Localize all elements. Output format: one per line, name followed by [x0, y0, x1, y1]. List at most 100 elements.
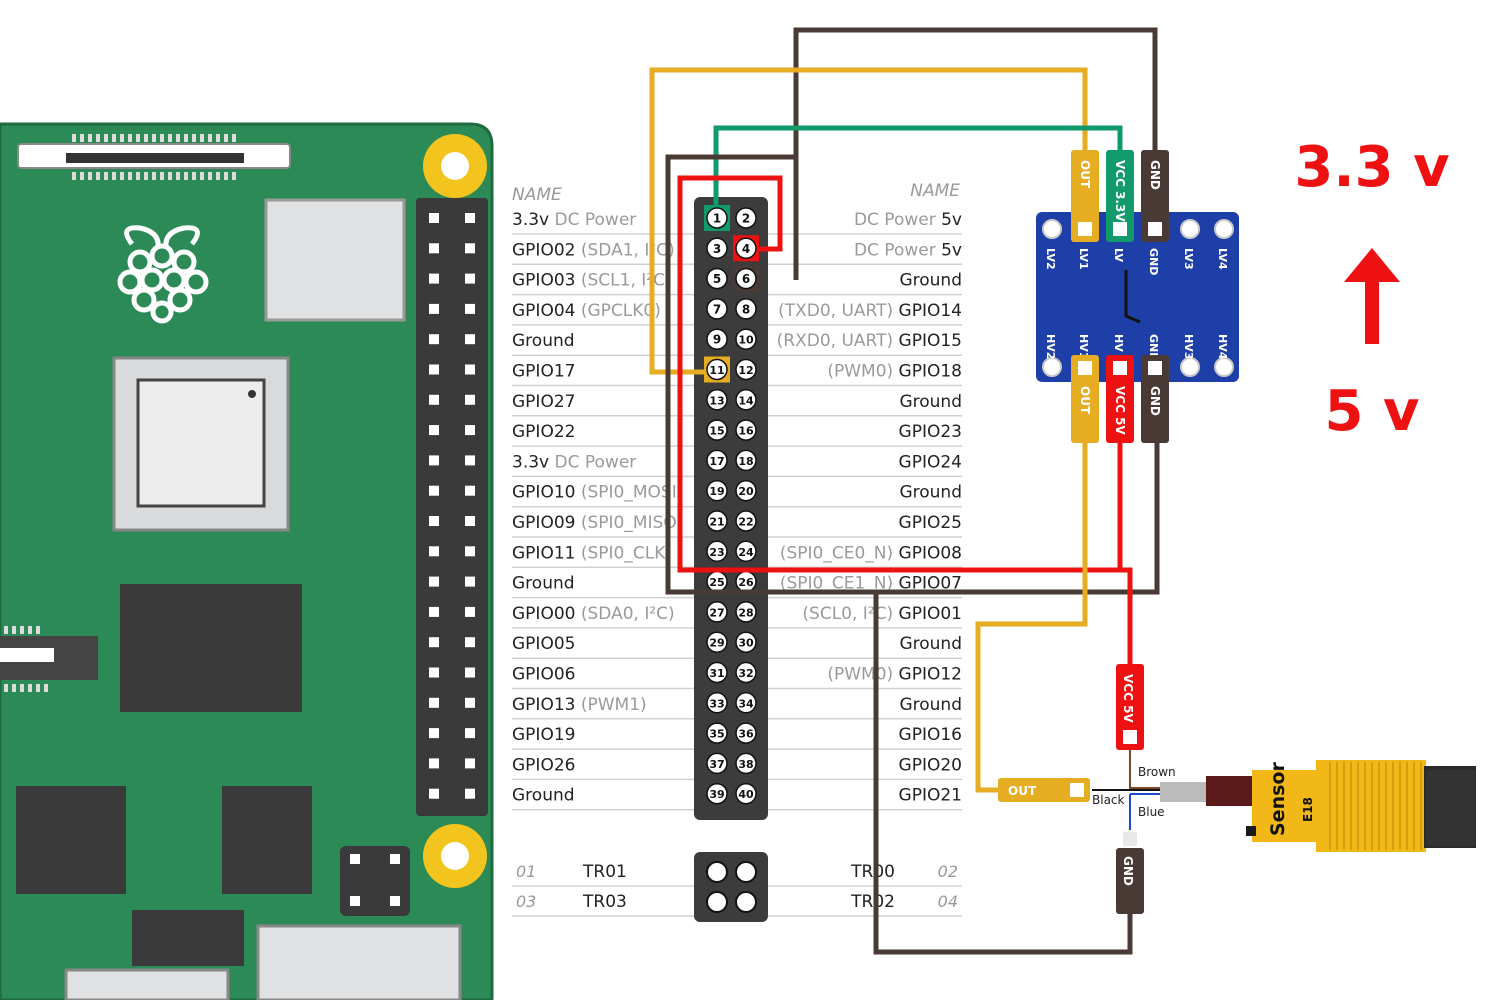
- shifter-bottom-pin-header: [1141, 355, 1169, 443]
- board-pin: [465, 728, 475, 739]
- shifter-pad: [1042, 219, 1062, 239]
- arrow-up-icon: [1344, 248, 1400, 344]
- connector-teeth-top: [72, 134, 236, 180]
- header-left: NAME: [512, 185, 562, 205]
- pin-number: 7: [713, 302, 721, 316]
- board-pin: [429, 576, 439, 587]
- header-pin: [735, 267, 757, 290]
- wire-yellow-sensor-out: [975, 400, 1088, 793]
- chip-lower-left: [16, 786, 126, 894]
- tr-header: [694, 852, 768, 922]
- pin-number: 30: [738, 637, 754, 650]
- pin-right-label: GPIO16: [899, 725, 962, 745]
- pin-left-label: GPIO03 (SCL1, I²C): [512, 271, 672, 291]
- voltage-bottom-label: 5 v: [1325, 379, 1420, 444]
- sensor-cable-boot: [1206, 776, 1252, 806]
- header-pin: [735, 479, 757, 502]
- pin-right-function: DC Power: [854, 240, 941, 260]
- header-pin: [706, 449, 728, 472]
- header-pin: [706, 358, 728, 381]
- shifter-top-pin-label: VCC 3.3V: [1113, 160, 1127, 222]
- shifter-bottom-pin-header: [1071, 355, 1099, 443]
- board-pin: [465, 697, 475, 708]
- pin-left-function: (SPI0_CLK): [575, 543, 672, 563]
- board-pin: [429, 788, 439, 799]
- board-pin: [429, 758, 439, 769]
- pin-number: 18: [738, 455, 753, 468]
- header-right: NAME: [910, 181, 960, 201]
- pin-number: 8: [742, 302, 750, 316]
- pin-number: 36: [738, 728, 754, 741]
- shifter-bottom-pin-header: [1106, 355, 1134, 443]
- wire-brown-sensor-gnd: [873, 592, 1133, 955]
- chip-top-right: [264, 198, 406, 322]
- pin-right-label: (TXD0, UART) GPIO14: [778, 301, 962, 321]
- sensor-out-label: OUT: [1008, 784, 1037, 798]
- pin-number: 38: [738, 758, 753, 771]
- pin-number: 12: [738, 364, 753, 377]
- header-pin: [706, 631, 728, 653]
- pin-right-name: Ground: [899, 271, 962, 291]
- raspberry-pi-board: [0, 122, 494, 1000]
- shifter-hv-label: HV1: [1077, 334, 1090, 359]
- board-pin: [429, 455, 439, 466]
- shifter-pad: [1214, 219, 1234, 239]
- pin-number: 3: [713, 242, 721, 256]
- shifter-bottom-pin-label: GND: [1148, 386, 1162, 416]
- board-pin: [465, 546, 475, 557]
- pin-number: 14: [738, 394, 754, 407]
- pin-left-label: GPIO13 (PWM1): [512, 695, 647, 715]
- tr-right-name: TR00: [850, 862, 895, 882]
- shifter-bottom-pin-label: OUT: [1078, 386, 1092, 415]
- header-pin: [706, 328, 728, 350]
- pin-right-label: Ground: [899, 634, 962, 654]
- pin-number: 6: [742, 272, 750, 286]
- board-pin: [429, 394, 439, 405]
- pin-number: 33: [709, 697, 724, 710]
- pin-number: 11: [709, 364, 724, 377]
- sensor-vcc-label: VCC 5V: [1121, 674, 1135, 723]
- header-pin: [706, 661, 728, 684]
- sensor-gnd-connector: [1116, 848, 1144, 914]
- pin-left-label: GPIO00 (SDA0, I²C): [512, 604, 675, 624]
- header-pin: [706, 479, 728, 502]
- pin-left-function: DC Power: [549, 210, 636, 230]
- shifter-hv-label: HV3: [1182, 334, 1195, 359]
- pin-number: 19: [709, 485, 724, 498]
- pin-right-label: Ground: [899, 271, 962, 291]
- pin-left-function: (SDA1, I²C): [575, 240, 674, 260]
- board-pin: [465, 213, 475, 223]
- header-pin: [735, 298, 757, 320]
- pin-number: 25: [709, 576, 724, 589]
- shifter-bottom-pin-label: VCC 5V: [1113, 386, 1127, 435]
- pin-right-label: DC Power 5v: [854, 240, 962, 260]
- board-pin: [429, 364, 439, 375]
- board-pin: [429, 273, 439, 284]
- header-pin: [706, 419, 728, 441]
- pin-number: 40: [738, 788, 754, 801]
- pin-left-function: (GPCLK0): [575, 301, 660, 321]
- header-pin: [706, 540, 728, 563]
- pin-left-label: Ground: [512, 786, 575, 806]
- board-pin: [465, 364, 475, 375]
- board-pin: [429, 303, 439, 314]
- pin-right-label: Ground: [899, 695, 962, 715]
- shifter-lv-label: LV2: [1044, 248, 1057, 270]
- header-pin: [735, 328, 757, 350]
- header-pin: [735, 510, 757, 532]
- pin-left-name: GPIO11: [512, 543, 575, 563]
- board-pin: [429, 243, 439, 254]
- pin-right-name: GPIO23: [899, 422, 962, 442]
- header-pin: [706, 692, 728, 714]
- pin-left-name: GPIO13: [512, 695, 575, 715]
- pin-number: 34: [738, 697, 754, 710]
- ram-chip: [120, 584, 302, 712]
- header-pin: [735, 752, 757, 775]
- voltage-indicator: 3.3 v 5 v: [1294, 135, 1449, 444]
- header-pin: [706, 752, 728, 775]
- header-pin: [735, 358, 757, 381]
- wire-red-5v: [677, 175, 1133, 670]
- header-pin: [706, 389, 728, 411]
- board-pin: [465, 334, 475, 345]
